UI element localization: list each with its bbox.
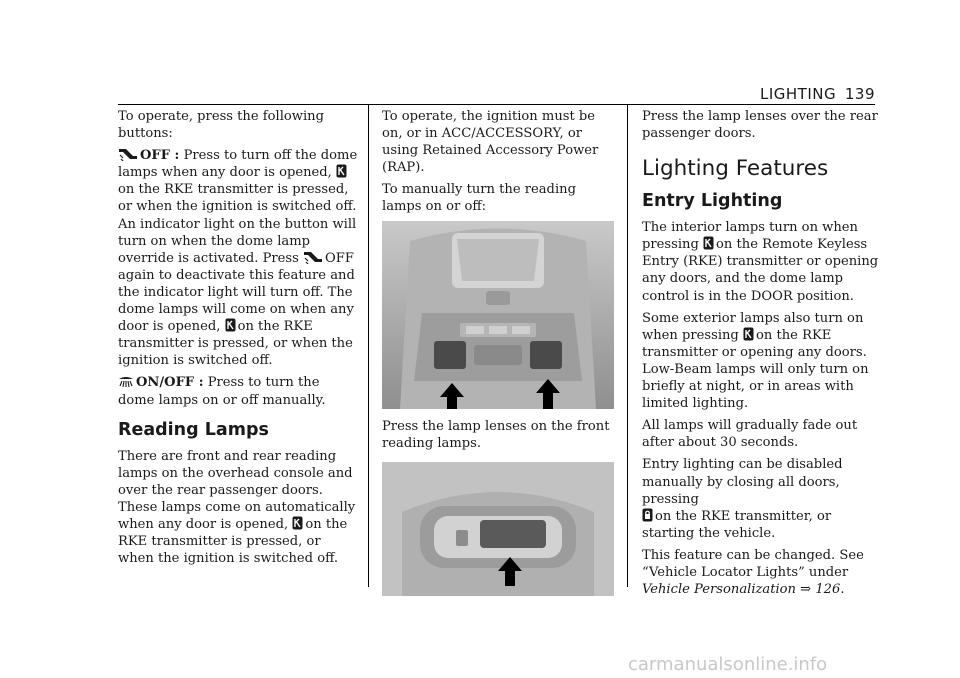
front-lamps-caption: Press the lamp lenses on the front readi… xyxy=(382,418,610,451)
entry-text-5a: This feature can be changed. See “Vehicl… xyxy=(642,547,864,580)
unlock-icon xyxy=(703,236,714,250)
entry-text-2b: on the RKE transmitter or opening any do… xyxy=(642,327,869,412)
off-text-2: on the RKE transmitter is pressed, or wh… xyxy=(118,182,357,266)
rear-lamps-paragraph: Press the lamp lenses over the rear pass… xyxy=(642,109,878,142)
off-label: OFF : xyxy=(140,148,180,164)
onoff-text: Press to turn the dome lamps on or off m… xyxy=(118,375,326,408)
front-reading-lamps-image xyxy=(382,220,614,409)
dome-lamp-icon xyxy=(119,377,133,388)
unlock-icon xyxy=(743,327,754,341)
column-divider-2 xyxy=(627,105,628,587)
manual-paragraph: To manually turn the reading lamps on or… xyxy=(382,182,576,215)
watermark: carmanualsonline.info xyxy=(628,654,828,675)
entry-paragraph-2: Some exterior lamps also turn on when pr… xyxy=(642,310,880,413)
reading-lamps-paragraph: There are front and rear reading lamps o… xyxy=(118,448,358,568)
column-2: To operate, the ignition must be on, or … xyxy=(382,108,616,605)
entry-text-5-end: . xyxy=(840,582,845,598)
page-header: LIGHTING 139 xyxy=(760,83,875,107)
entry-lighting-heading: Entry Lighting xyxy=(642,191,783,212)
vehicle-personalization-ref[interactable]: Vehicle Personalization xyxy=(642,582,796,598)
unlock-icon xyxy=(225,318,236,332)
onoff-label: ON/OFF : xyxy=(136,375,204,391)
rear-reading-lamp-image xyxy=(382,461,614,596)
lighting-features-heading: Lighting Features xyxy=(642,156,829,182)
dome-lamp-off-icon xyxy=(304,251,323,264)
off-text-1: Press to turn off the dome lamps when an… xyxy=(118,148,358,181)
reading-lamps-heading: Reading Lamps xyxy=(118,419,269,440)
entry-text-1a: The interior lamps turn on when pressing xyxy=(642,220,858,253)
entry-text-1b: on the Remote Keyless Entry (RKE) transm… xyxy=(642,237,879,304)
section-title: LIGHTING xyxy=(760,85,837,103)
entry-paragraph-3: All lamps will gradually fade out after … xyxy=(642,418,858,451)
unlock-icon xyxy=(292,516,303,530)
reading-text-1: There are front and rear reading lamps o… xyxy=(118,448,356,532)
entry-paragraph-4: Entry lighting can be disabled manually … xyxy=(642,456,880,541)
onoff-paragraph: ON/OFF : Press to turn the dome lamps on… xyxy=(118,374,358,408)
entry-paragraph-5: This feature can be changed. See “Vehicl… xyxy=(642,547,880,598)
entry-text-2a: Some exterior lamps also turn on when pr… xyxy=(642,310,864,343)
column-3: Press the lamp lenses over the rear pass… xyxy=(642,108,880,603)
page-ref-arrow-icon: ⇒ xyxy=(800,582,812,598)
intro-text: To operate, press the following buttons: xyxy=(118,109,324,142)
column-1: To operate, press the following buttons:… xyxy=(118,108,358,572)
off-text-4: on the RKE transmitter is pressed, or wh… xyxy=(118,319,353,369)
reading-text-2: on the RKE transmitter is pressed, or wh… xyxy=(118,516,348,567)
ignition-paragraph: To operate, the ignition must be on, or … xyxy=(382,109,599,176)
page-number: 139 xyxy=(844,85,875,103)
column-divider-1 xyxy=(368,105,369,587)
unlock-icon xyxy=(336,164,347,178)
lock-icon xyxy=(642,508,653,522)
entry-text-4a: Entry lighting can be disabled manually … xyxy=(642,457,843,507)
off-paragraph: OFF : Press to turn off the dome lamps w… xyxy=(118,147,358,369)
entry-text-4b: on the RKE transmitter, or starting the … xyxy=(642,508,832,541)
header-rule xyxy=(118,104,875,105)
page-ref-number[interactable]: 126 xyxy=(815,582,841,598)
dome-lamp-off-icon xyxy=(119,149,137,162)
off-text-3: OFF again to deactivate this feature and… xyxy=(118,250,355,335)
entry-paragraph-1: The interior lamps turn on when pressing… xyxy=(642,219,880,304)
